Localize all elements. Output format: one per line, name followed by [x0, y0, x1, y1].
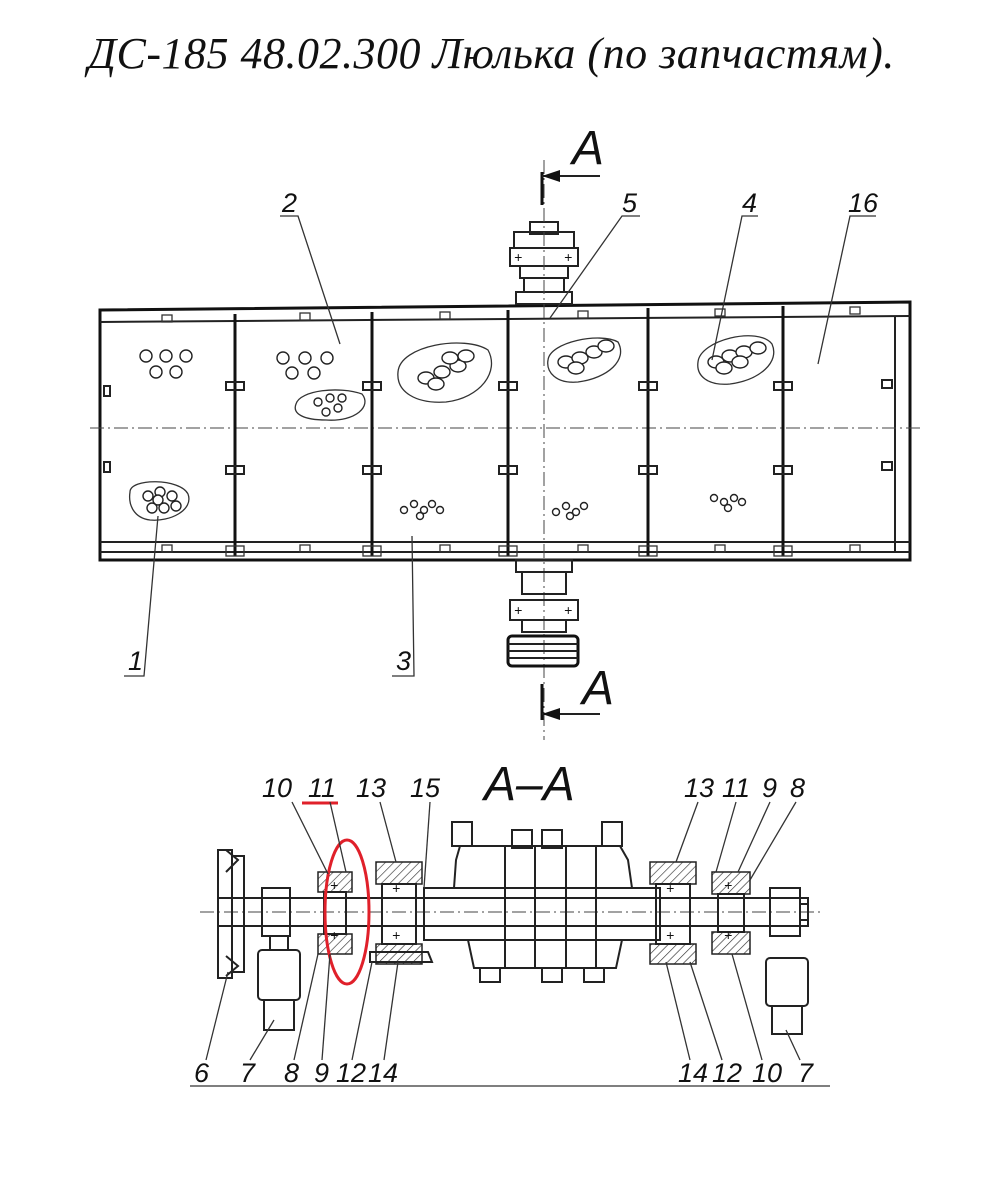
label-2: 2	[281, 188, 297, 218]
section-callouts-bottom: 6 7 8 9 12 14 14 12 10 7	[194, 953, 814, 1088]
section-arrow-top: А	[540, 122, 604, 205]
section-title: А–А	[481, 758, 575, 811]
svg-text:+: +	[564, 249, 572, 265]
label-4: 4	[742, 188, 757, 218]
right-coupling	[765, 887, 809, 1035]
label-5: 5	[622, 188, 638, 218]
hole-group-p5	[547, 337, 622, 521]
label-9-right: 9	[762, 773, 777, 803]
drawing-title: ДС-185 48.02.300 Люлька (по запчастям).	[88, 29, 895, 78]
svg-text:+: +	[330, 877, 338, 893]
central-eccentric-body	[423, 821, 661, 983]
hole-group-p3	[397, 342, 493, 521]
label-15: 15	[410, 773, 441, 803]
section-mark-bottom: А	[579, 662, 614, 715]
svg-text:+: +	[564, 602, 572, 618]
label-8-right: 8	[790, 773, 805, 803]
left-bearing-inner: + +	[369, 861, 434, 965]
label-12-left: 12	[336, 1058, 366, 1088]
label-8-left: 8	[284, 1058, 299, 1088]
bottom-pulley-assembly: + +	[506, 559, 580, 668]
right-bearing-outer: + +	[711, 871, 751, 955]
panel-dividers	[233, 306, 785, 556]
label-1: 1	[128, 646, 143, 676]
divider-brackets	[103, 379, 893, 475]
label-14-left: 14	[368, 1058, 398, 1088]
label-14-right: 14	[678, 1058, 708, 1088]
label-10-top: 10	[262, 773, 292, 803]
left-coupling	[257, 887, 301, 1031]
plan-callouts: 2 5 4 16 1 3	[124, 188, 879, 677]
hole-group-p1-bottom	[128, 481, 190, 521]
section-view: А–А + + + +	[190, 758, 830, 1088]
hole-group-p2	[276, 351, 366, 421]
label-11-top: 11	[308, 773, 336, 803]
label-13-right: 13	[684, 773, 714, 803]
label-7-left: 7	[240, 1058, 256, 1088]
edge-clips	[161, 306, 861, 557]
label-12-right: 12	[712, 1058, 742, 1088]
svg-text:+: +	[724, 927, 732, 943]
label-7-right: 7	[798, 1058, 814, 1088]
svg-text:+: +	[514, 249, 522, 265]
svg-text:+: +	[514, 602, 522, 618]
section-callouts-top: 10 11 13 15 13 11 9 8	[262, 773, 805, 889]
svg-text:+: +	[392, 927, 400, 943]
label-13-left: 13	[356, 773, 386, 803]
label-3: 3	[396, 646, 411, 676]
label-16: 16	[848, 188, 879, 218]
svg-text:+: +	[392, 880, 400, 896]
left-pulley	[217, 849, 245, 979]
svg-text:+: +	[666, 880, 674, 896]
svg-text:+: +	[724, 877, 732, 893]
right-bearing-inner: + +	[649, 861, 697, 965]
section-mark-top: А	[569, 122, 604, 175]
svg-text:+: +	[330, 927, 338, 943]
hole-group-p4	[697, 335, 775, 513]
label-9-left: 9	[314, 1058, 329, 1088]
label-11-right: 11	[722, 773, 750, 803]
frame-outline	[98, 300, 912, 562]
top-bearing-assembly: + +	[509, 160, 579, 740]
label-10-right: 10	[752, 1058, 782, 1088]
left-bearing-outer: + +	[317, 871, 353, 955]
hole-group-p1-top	[139, 349, 193, 379]
section-arrow-bottom: А	[540, 662, 614, 720]
svg-text:+: +	[666, 927, 674, 943]
highlight-ellipse	[323, 838, 371, 986]
plan-view: + + + + А	[90, 122, 920, 740]
label-6: 6	[194, 1058, 210, 1088]
